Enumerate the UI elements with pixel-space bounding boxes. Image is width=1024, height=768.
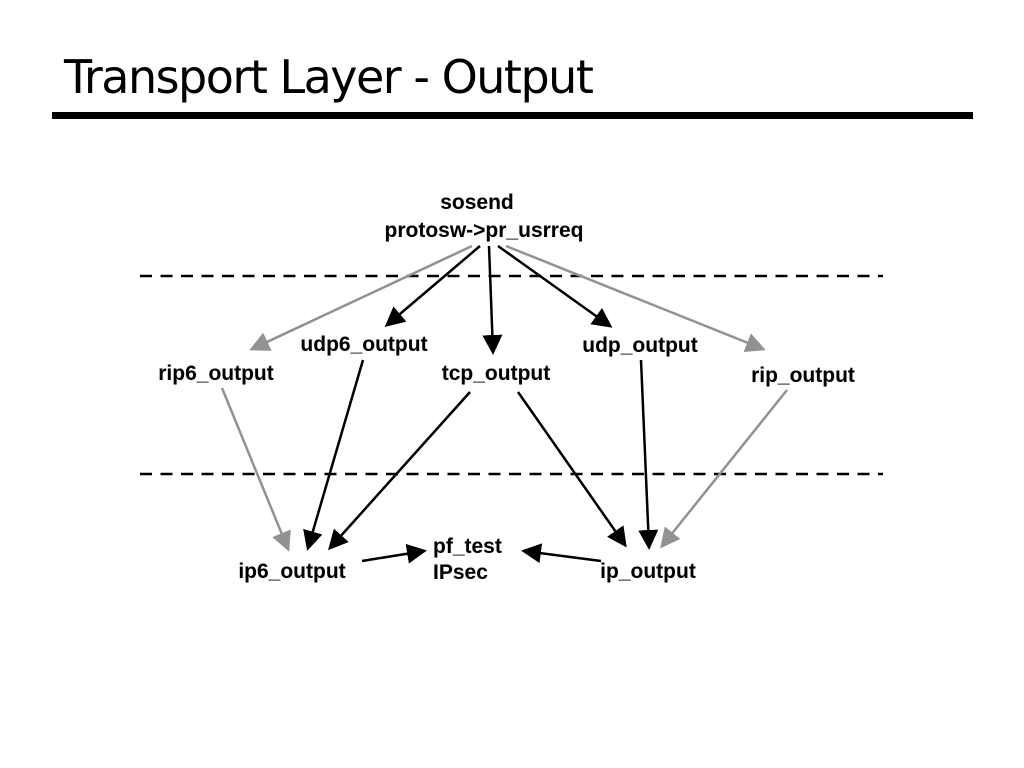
edge-tcp_output-to-ip6_output xyxy=(327,391,471,551)
edge-udp6_output-to-ip6_output xyxy=(303,359,365,551)
node-ip6-output: ip6_output xyxy=(238,560,346,583)
node-rip-output: rip_output xyxy=(751,364,855,387)
node-ip-output: ip_output xyxy=(600,560,696,583)
edge-udp_output-to-ip_output xyxy=(638,359,659,550)
edge-sosend-to-rip6_output xyxy=(249,244,473,351)
node-pf-test: pf_test xyxy=(433,535,502,558)
node-protosw-pr-usrreq: protosw->pr_usrreq xyxy=(384,219,584,242)
node-udp6-output: udp6_output xyxy=(300,333,428,356)
node-rip6-output: rip6_output xyxy=(158,362,274,385)
node-tcp-output: tcp_output xyxy=(441,362,551,385)
edge-tcp_output-to-ip_output xyxy=(516,391,627,548)
page-title: Transport Layer - Output xyxy=(64,50,594,104)
edge-sosend-to-udp6_output xyxy=(384,245,481,327)
edge-rip6_output-to-ip6_output xyxy=(220,387,291,552)
edge-ip_output-to-pf_test xyxy=(521,543,602,564)
edge-ip6_output-to-pf_test xyxy=(361,543,427,564)
edge-sosend-to-udp_output xyxy=(497,244,613,328)
edge-sosend-to-tcp_output xyxy=(482,245,503,355)
node-sosend: sosend xyxy=(440,191,514,214)
node-udp-output: udp_output xyxy=(582,334,698,357)
edge-rip_output-to-ip_output xyxy=(660,389,788,549)
node-ipsec: IPsec xyxy=(433,561,488,584)
edge-sosend-to-rip_output xyxy=(505,244,766,352)
title-underline-rule xyxy=(52,112,973,119)
